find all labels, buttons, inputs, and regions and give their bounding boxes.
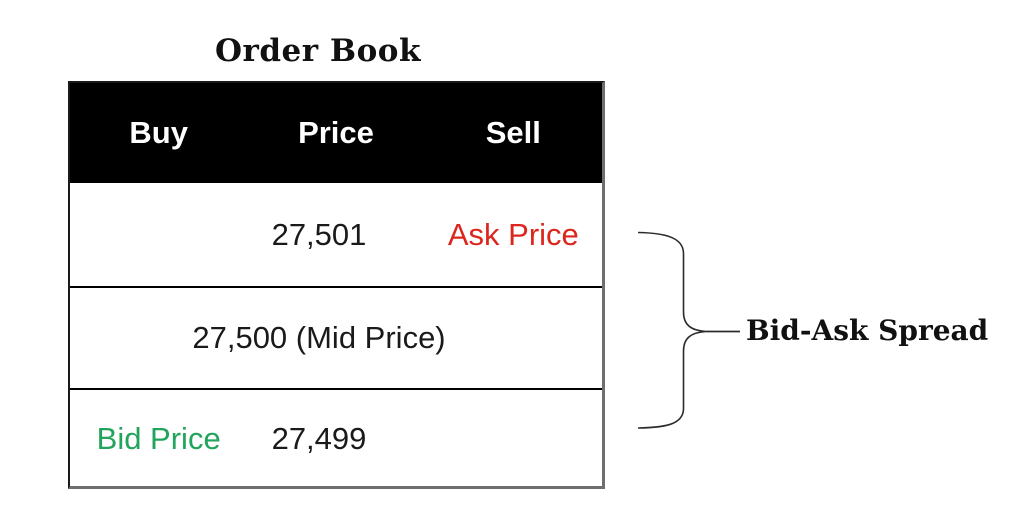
bid-price-value: 27,499: [271, 421, 367, 456]
table-header-row: Buy Price Sell: [70, 83, 602, 183]
mid-price-value: 27,500 (Mid Price): [192, 320, 446, 355]
mid-price-row: 27,500 (Mid Price): [70, 286, 602, 388]
ask-row: 27,501 Ask Price: [70, 183, 602, 286]
diagram-title: Order Book: [215, 33, 421, 69]
header-sell: Sell: [485, 115, 541, 150]
bid-ask-spread-label: Bid-Ask Spread: [746, 314, 989, 347]
ask-price-value: 27,501: [271, 216, 367, 252]
bid-row: Bid Price 27,499: [70, 388, 602, 488]
header-price: Price: [298, 115, 374, 150]
ask-price-label: Ask Price: [447, 216, 579, 252]
order-book-table: Buy Price Sell 27,501 Ask Price 27,500 (…: [68, 81, 605, 489]
bid-price-label: Bid Price: [96, 421, 221, 456]
header-buy: Buy: [129, 115, 188, 150]
curly-brace-icon: [637, 231, 740, 429]
